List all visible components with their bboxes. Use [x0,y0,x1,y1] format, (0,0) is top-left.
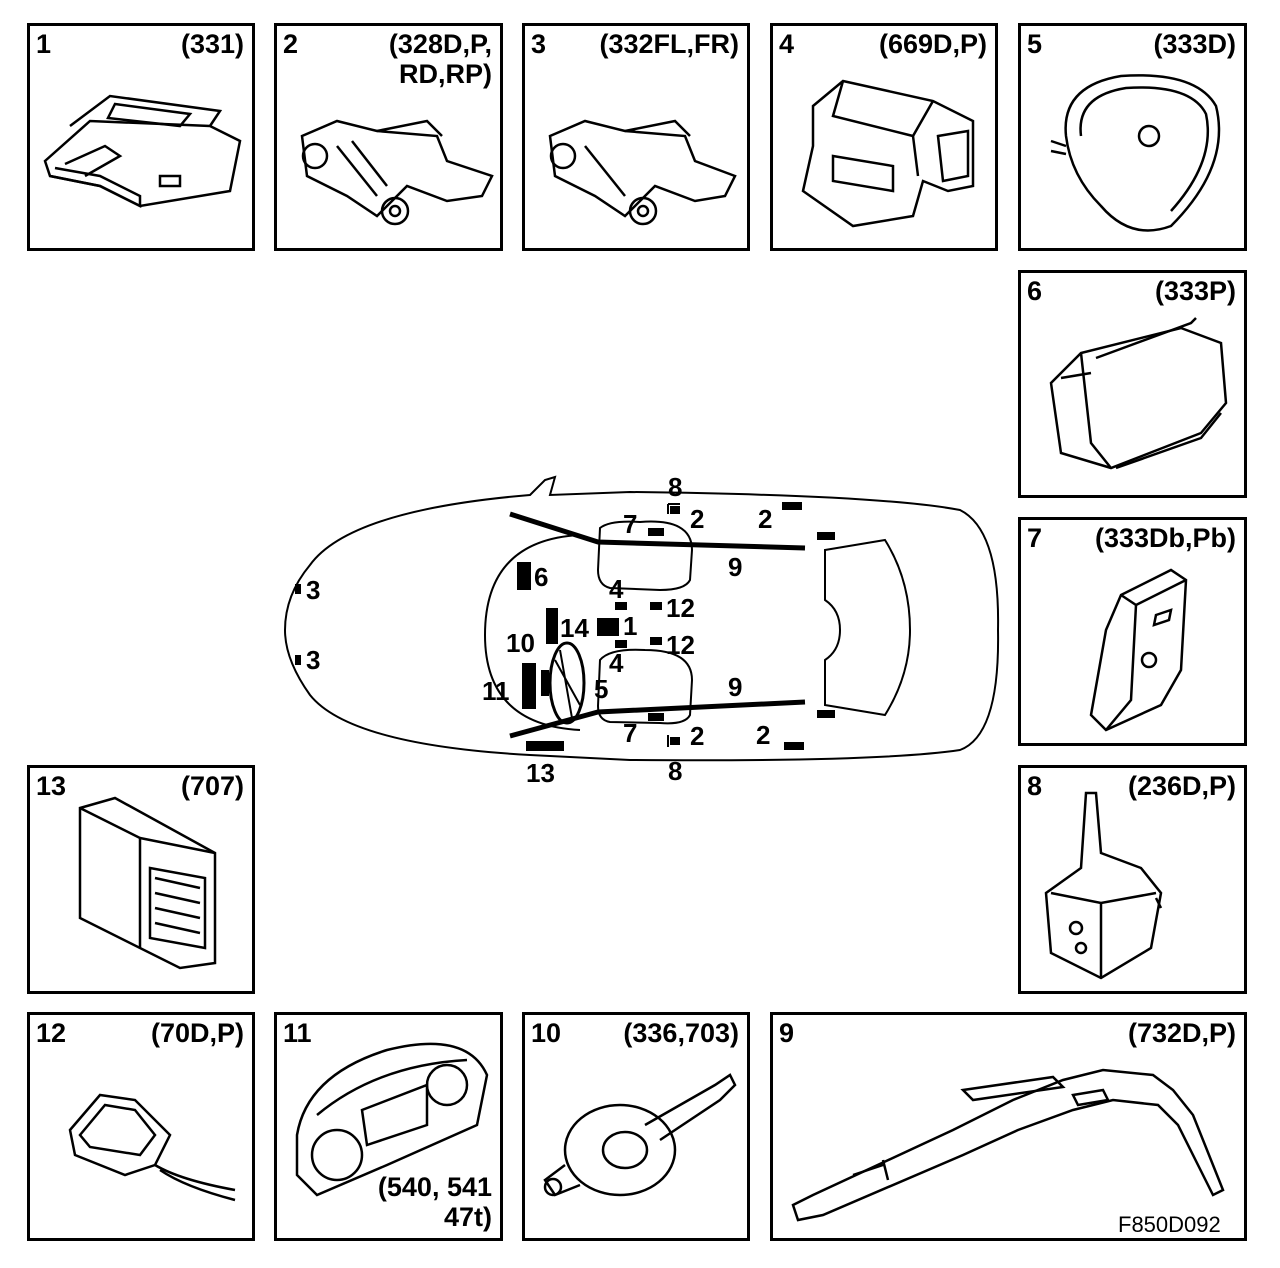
panel-3-front-sensor: 3 (332FL,FR) [522,23,750,251]
label-12-a: 12 [666,593,695,623]
front-seat-right [596,648,694,725]
seat-side-airbag-drawing [1089,568,1188,732]
panel-number: 9 [779,1018,795,1048]
curtain-airbag-line-top [509,511,806,551]
panel-number: 7 [1027,523,1043,553]
label-3-b: 3 [306,645,320,675]
electronic-module-drawing [78,796,217,970]
label-4-b: 4 [609,648,624,678]
label-7-bottom: 7 [623,718,637,748]
label-9-bottom: 9 [728,672,742,702]
panel-number: 4 [779,29,795,59]
panel-number: 6 [1027,276,1043,306]
panel-number: 2 [283,29,299,59]
clock-spring-switch-drawing [543,1073,737,1197]
panel-1-control-module: 1 (331) [27,23,255,251]
curtain-airbag-line-bottom [509,699,806,739]
panel-6-passenger-airbag: 6 (333P) [1018,270,1247,498]
component-markers [295,502,835,751]
label-13: 13 [526,758,555,788]
panel-2-impact-sensor: 2 (328D,P, RD,RP) [274,23,503,251]
panel-code: (336,703) [623,1018,739,1048]
label-12-b: 12 [666,630,695,660]
label-6: 6 [534,562,548,592]
panel-number: 3 [531,29,547,59]
panel-7-side-airbag: 7 (333Db,Pb) [1018,517,1247,746]
airbag-control-module-drawing [43,94,242,209]
label-10: 10 [506,628,535,658]
panel-10-clock-spring: 10 (336,703) [522,1012,750,1241]
panel-number: 1 [36,29,52,59]
panel-code: (669D,P) [878,29,987,59]
driver-airbag-module-drawing [1050,74,1221,232]
panel-code: (707) [180,771,244,801]
panel-number: 11 [283,1018,312,1048]
vehicle-body-outline [283,475,1000,762]
panel-code: (332FL,FR) [599,29,739,59]
label-2-bottom-b: 2 [756,720,770,750]
label-2-top-b: 2 [758,504,772,534]
label-4-a: 4 [609,574,624,604]
curtain-airbag-drawing [791,1068,1225,1222]
figure-id: F850D092 [1118,1212,1221,1237]
seat-belt-pretensioner-connector-drawing [801,79,975,228]
panel-number: 10 [531,1018,562,1048]
label-3-a: 3 [306,575,320,605]
panel-code: (328D,P, RD,RP) [388,29,492,89]
panel-code: (331) [180,29,244,59]
panel-code: (333D) [1153,29,1236,59]
seat-belt-buckle-drawing [68,1093,236,1202]
seat-belt-pretensioner-drawing [1044,791,1163,980]
front-seat-left [596,520,694,592]
label-7-top: 7 [623,509,637,539]
panel-code: (333P) [1154,276,1236,306]
passenger-airbag-module-drawing [1049,317,1228,470]
label-1: 1 [623,611,637,641]
rear-window-outline [824,538,912,717]
panel-number: 8 [1027,771,1043,801]
panel-code: (732D,P) [1127,1018,1236,1048]
panel-number: 5 [1027,29,1043,59]
panel-code: (333Db,Pb) [1094,523,1236,553]
label-8-bottom: 8 [668,756,682,786]
panel-13-module: 13 (707) [27,765,255,994]
label-11: 11 [482,676,510,706]
label-5: 5 [594,674,608,704]
panel-9-curtain-airbag: 9 (732D,P) [770,1012,1247,1241]
label-2-bottom-a: 2 [690,721,704,751]
label-14: 14 [560,613,589,643]
panel-code: (236D,P) [1127,771,1236,801]
panel-code: (540, 541 47t) [377,1172,492,1232]
label-8-top: 8 [668,472,682,502]
label-9-top: 9 [728,552,742,582]
panel-5-driver-airbag: 5 (333D) [1018,23,1247,251]
panel-8-pretensioner: 8 (236D,P) [1018,765,1247,994]
vehicle-layout-diagram: 8 2 2 7 9 6 3 4 12 10 14 1 12 3 4 11 5 9… [283,472,1000,788]
label-2-top-a: 2 [690,504,704,534]
panel-code: (70D,P) [150,1018,244,1048]
front-impact-sensor-drawing [548,119,737,226]
windshield-outline [483,534,581,731]
panel-number: 13 [36,771,67,801]
side-impact-sensor-drawing [300,119,494,226]
panel-number: 12 [36,1018,67,1048]
steering-wheel [548,641,586,725]
panel-11-instrument-cluster: 11 (540, 541 47t) [274,1012,503,1241]
panel-12-belt-buckle: 12 (70D,P) [27,1012,255,1241]
instrument-cluster-drawing [295,1042,489,1197]
panel-4-connector: 4 (669D,P) [770,23,998,251]
